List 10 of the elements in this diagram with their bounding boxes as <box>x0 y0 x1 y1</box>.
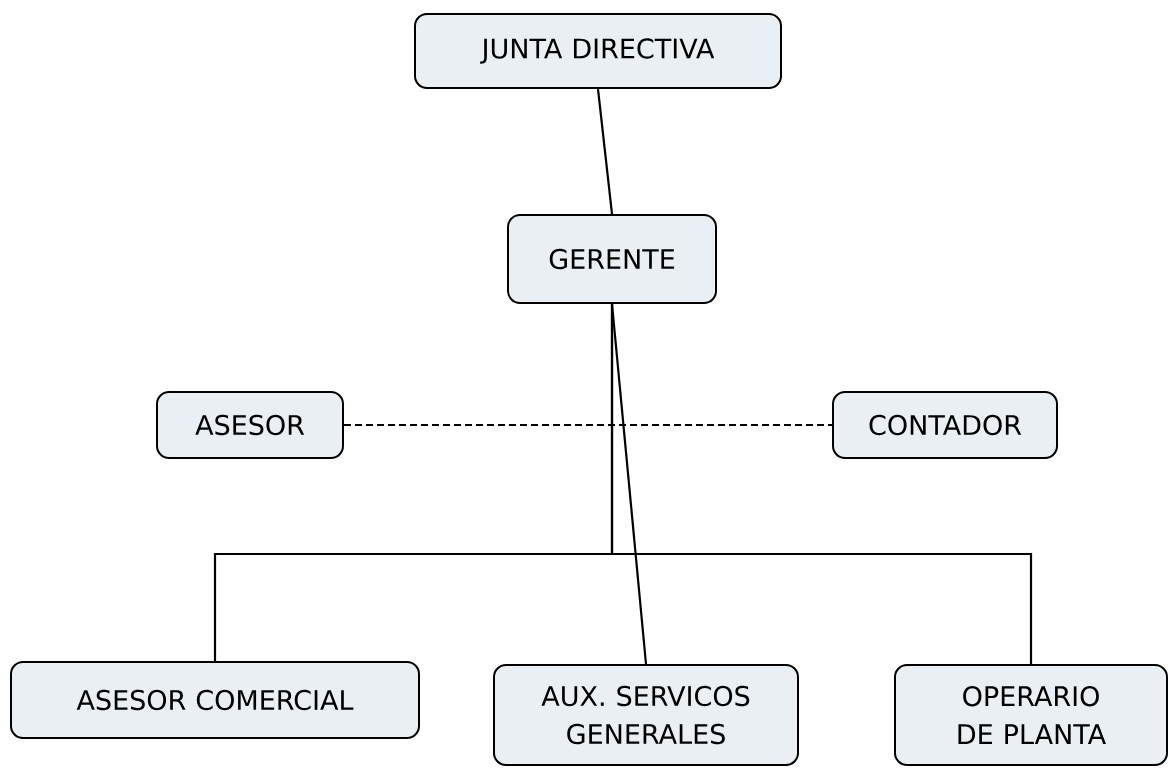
org-box: OPERARIO DE PLANTA <box>894 664 1168 766</box>
org-box: ASESOR <box>156 391 344 459</box>
org-box: ASESOR COMERCIAL <box>10 661 420 739</box>
connector-line <box>596 88 614 215</box>
org-box: GERENTE <box>507 214 717 304</box>
connector-line <box>610 304 1033 664</box>
org-box: CONTADOR <box>832 391 1058 459</box>
org-box: JUNTA DIRECTIVA <box>414 13 782 89</box>
org-box: AUX. SERVICOS GENERALES <box>493 664 799 766</box>
connector-line <box>344 423 832 427</box>
